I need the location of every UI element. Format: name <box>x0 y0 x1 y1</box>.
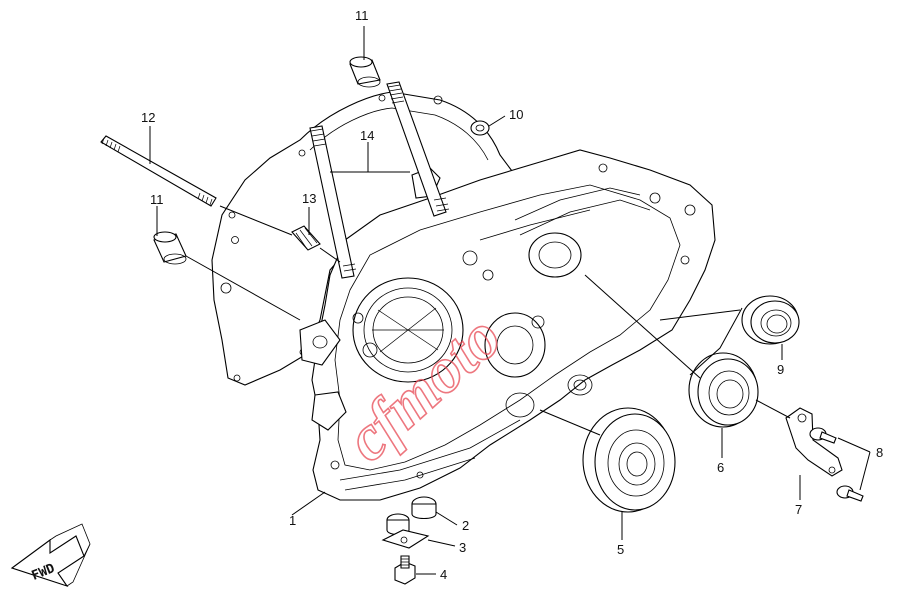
callout-2: 2 <box>462 518 469 533</box>
callout-12: 12 <box>141 110 155 125</box>
callout-labels: 1 2 3 4 5 6 7 8 9 10 11 11 12 13 14 <box>141 8 883 582</box>
bracket-plate <box>381 529 430 549</box>
callout-11-left: 11 <box>150 192 164 207</box>
callout-4: 4 <box>440 567 447 582</box>
callout-1: 1 <box>289 513 296 528</box>
bolt-13 <box>291 225 321 251</box>
callout-11-upper: 11 <box>355 8 369 23</box>
dowel-pin-upper <box>349 56 381 88</box>
plug <box>386 496 437 536</box>
bearing-medium <box>688 352 759 428</box>
callout-7: 7 <box>795 502 802 517</box>
retainer-plate <box>785 407 843 477</box>
screws <box>809 427 864 502</box>
crankcase-gasket <box>211 91 516 386</box>
callout-10: 10 <box>509 107 523 122</box>
drain-bolt <box>394 555 416 585</box>
callout-8: 8 <box>876 445 883 460</box>
long-stud-bolt <box>100 135 217 207</box>
callout-14: 14 <box>360 128 374 143</box>
forward-direction-arrow: FWD <box>10 523 91 588</box>
callout-6: 6 <box>717 460 724 475</box>
callout-9: 9 <box>777 362 784 377</box>
callout-5: 5 <box>617 542 624 557</box>
dowel-ring <box>470 120 490 136</box>
leader-lines <box>149 26 871 575</box>
stud-bolts <box>309 81 450 279</box>
bearing-small <box>741 295 800 345</box>
dowel-pin-left <box>153 231 187 265</box>
crankcase-half <box>299 149 716 501</box>
callout-13: 13 <box>302 191 316 206</box>
callout-3: 3 <box>459 540 466 555</box>
bearing-large <box>582 407 676 513</box>
